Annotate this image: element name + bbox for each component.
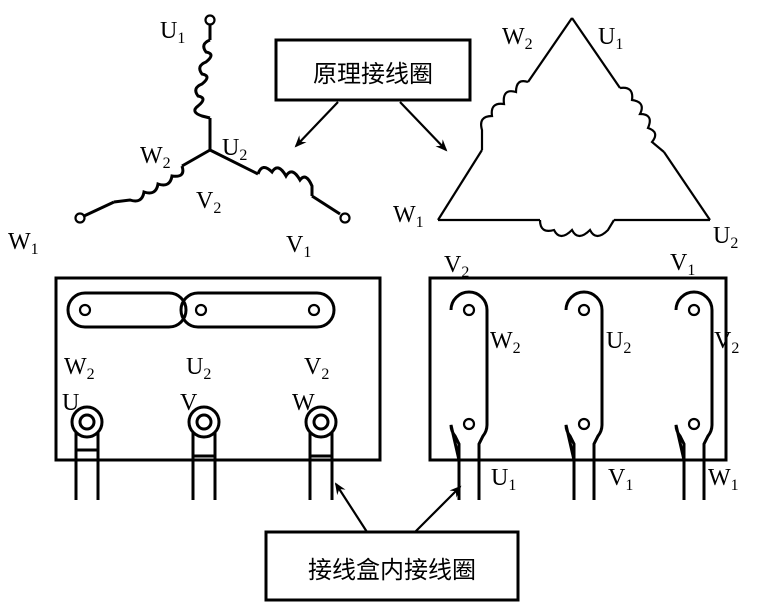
link-bar-2: [179, 291, 336, 329]
box-star-label-v2: V2: [304, 354, 329, 383]
star-label-w2: W2: [140, 143, 171, 172]
link-bar-1: [66, 291, 188, 329]
box-star-label-u: U: [62, 390, 79, 416]
principle-label: 原理接线圈: [313, 60, 433, 88]
star-connection: U1 U2 W2 V2 W1 V1: [8, 14, 351, 261]
principle-label-box: 原理接线圈: [274, 38, 472, 102]
coil-bottom: [538, 219, 615, 238]
box-star-label-u2: U2: [186, 354, 211, 383]
terminal-box-label: 接线盒内接线圈: [308, 556, 476, 584]
box-star-label-w2: W2: [64, 354, 95, 383]
box-delta-label-v1: V1: [608, 465, 633, 494]
star-label-u2: U2: [222, 135, 247, 164]
delta-label-w1: W1: [393, 202, 424, 231]
coil-w: [113, 165, 185, 204]
box-star-label-w: W: [292, 390, 315, 416]
terminal-v1: [339, 212, 351, 224]
coil-u: [193, 38, 213, 120]
arrow-to-star-box: [334, 482, 368, 533]
arrow-to-delta-box: [414, 485, 462, 533]
delta-connection: W2 U1 W1 U2 V2 V1: [393, 17, 738, 281]
delta-label-u2: U2: [713, 223, 738, 252]
terminal-v: [187, 405, 221, 500]
coil-left: [480, 80, 529, 150]
terminal-box-delta: W2 U2 V2 U1 V1 W1: [428, 276, 739, 500]
terminal-box-label-box: 接线盒内接线圈: [264, 530, 520, 602]
star-label-w1: W1: [8, 229, 39, 258]
terminal-w1: [74, 212, 86, 224]
star-label-v2: V2: [196, 188, 221, 217]
link-bar-vertical-2: [564, 290, 604, 500]
terminal-w: [304, 405, 338, 500]
box-delta-label-v2: V2: [714, 328, 739, 357]
terminal-u1: [204, 14, 216, 26]
arrow-to-delta: [399, 101, 448, 152]
box-delta-label-u2: U2: [606, 328, 631, 357]
box-delta-label-u1: U1: [491, 465, 516, 494]
box-delta-label-w2: W2: [490, 328, 521, 357]
delta-label-v2: V2: [444, 252, 469, 281]
link-bar-vertical-1: [449, 290, 489, 500]
delta-label-u1: U1: [598, 24, 623, 53]
terminal-box-star: W2 U2 V2 U V W: [54, 276, 382, 500]
link-bar-vertical-3: [674, 290, 714, 500]
delta-label-w2: W2: [502, 24, 533, 53]
terminal-u: [70, 405, 104, 500]
star-label-u1: U1: [160, 18, 185, 47]
box-delta-label-w1: W1: [708, 465, 739, 494]
arrow-to-star: [294, 101, 339, 148]
delta-label-v1: V1: [670, 250, 695, 279]
box-star-label-v: V: [180, 390, 198, 416]
star-label-v1: V1: [286, 232, 311, 261]
coil-v: [256, 166, 314, 196]
coil-right: [619, 86, 665, 153]
